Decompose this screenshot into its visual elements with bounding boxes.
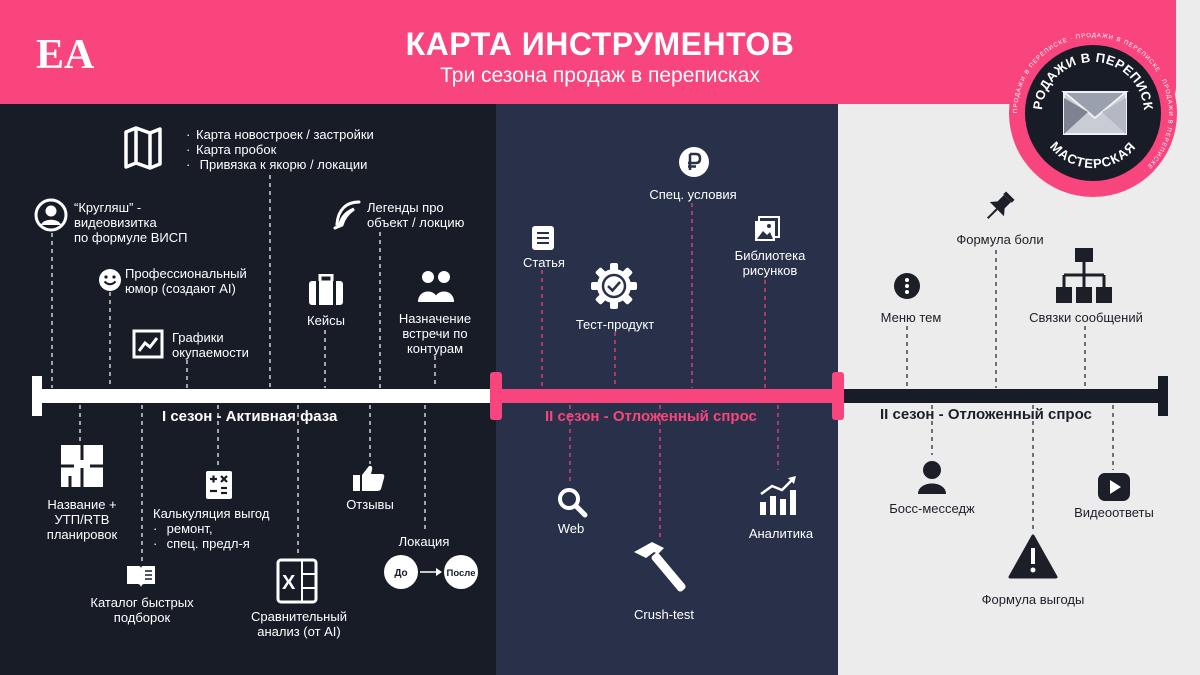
chart-icon bbox=[132, 329, 164, 359]
analytics-label: Аналитика bbox=[748, 526, 814, 541]
before-label: До bbox=[394, 568, 407, 579]
map-item: ·Карта пробок bbox=[186, 142, 277, 157]
warning-icon bbox=[1008, 534, 1058, 579]
feather-icon bbox=[333, 200, 361, 230]
analytics-icon bbox=[760, 476, 796, 515]
page-title: КАРТА ИНСТРУМЕНТОВ bbox=[405, 26, 795, 62]
hammer-icon bbox=[634, 542, 686, 592]
cases-label: Кейсы bbox=[307, 313, 345, 328]
calc-item: · ремонт, bbox=[153, 521, 213, 536]
ruble-icon bbox=[679, 147, 709, 177]
map-items-list: ·Карта новостроек / застройки ·Карта про… bbox=[186, 127, 374, 172]
article-label: Статья bbox=[523, 255, 565, 270]
location-label: Локация bbox=[398, 534, 450, 549]
page-subtitle: Три сезона продаж в переписках bbox=[440, 64, 760, 87]
benefit-formula-label: Формула выгоды bbox=[981, 592, 1085, 607]
workshop-badge: ПРОДАЖИ В ПЕРЕПИСКЕ · ПРОДАЖИ В ПЕРЕПИСК… bbox=[1008, 28, 1177, 197]
ea-logo-icon: EA bbox=[36, 32, 94, 76]
search-icon bbox=[558, 488, 588, 518]
season-2-panel bbox=[496, 0, 838, 675]
web-label: Web bbox=[557, 521, 585, 536]
video-answers-label: Видеоответы bbox=[1074, 505, 1154, 520]
header-banner: EA КАРТА ИНСТРУМЕНТОВ Три сезона продаж … bbox=[0, 0, 1176, 104]
phase-3-label: II сезон - Отложенный спрос bbox=[880, 406, 1092, 423]
user-icon bbox=[918, 461, 946, 494]
calc-label: Калькуляция выгод · ремонт, · спец. пред… bbox=[153, 506, 270, 551]
smile-icon bbox=[99, 269, 121, 291]
group-icon bbox=[418, 271, 454, 302]
phase-1-label: I сезон - Активная фаза bbox=[162, 408, 338, 425]
reviews-label: Отзывы bbox=[346, 497, 394, 512]
phase-2-label: II сезон - Отложенный спрос bbox=[545, 408, 757, 425]
gear-check-icon bbox=[591, 263, 637, 309]
after-label: После bbox=[447, 568, 476, 579]
image-icon bbox=[755, 216, 780, 241]
map-item: ·Карта новостроек / застройки bbox=[186, 127, 374, 142]
briefcase-icon bbox=[309, 274, 343, 305]
user-circle-icon bbox=[34, 198, 68, 232]
article-icon bbox=[532, 226, 554, 250]
thumbs-up-icon bbox=[353, 465, 385, 491]
book-icon bbox=[127, 566, 155, 587]
menu-topics-label: Меню тем bbox=[880, 310, 942, 325]
pain-formula-label: Формула боли bbox=[956, 232, 1044, 247]
map-item: · Привязка к якорю / локации bbox=[186, 157, 368, 172]
envelope-icon bbox=[1061, 91, 1129, 135]
more-vertical-icon bbox=[894, 273, 920, 299]
test-product-label: Тест-продукт bbox=[575, 317, 655, 332]
pin-icon bbox=[986, 191, 1015, 220]
video-icon bbox=[1098, 473, 1130, 501]
excel-icon: X bbox=[276, 558, 318, 604]
svg-text:X: X bbox=[282, 572, 296, 594]
calc-item: · спец. предл-я bbox=[153, 536, 250, 551]
crush-test-label: Crush-test bbox=[634, 607, 694, 622]
special-terms-label: Спец. условия bbox=[649, 187, 737, 202]
svg-text:EA: EA bbox=[36, 32, 94, 76]
map-icon bbox=[124, 126, 162, 170]
floor-plan-icon bbox=[60, 444, 104, 488]
message-links-label: Связки сообщений bbox=[1029, 310, 1143, 325]
calculator-icon bbox=[206, 471, 232, 499]
boss-message-label: Босс-месседж bbox=[889, 501, 975, 516]
before-after-icon: До После bbox=[384, 555, 478, 589]
hierarchy-icon bbox=[1056, 248, 1112, 303]
